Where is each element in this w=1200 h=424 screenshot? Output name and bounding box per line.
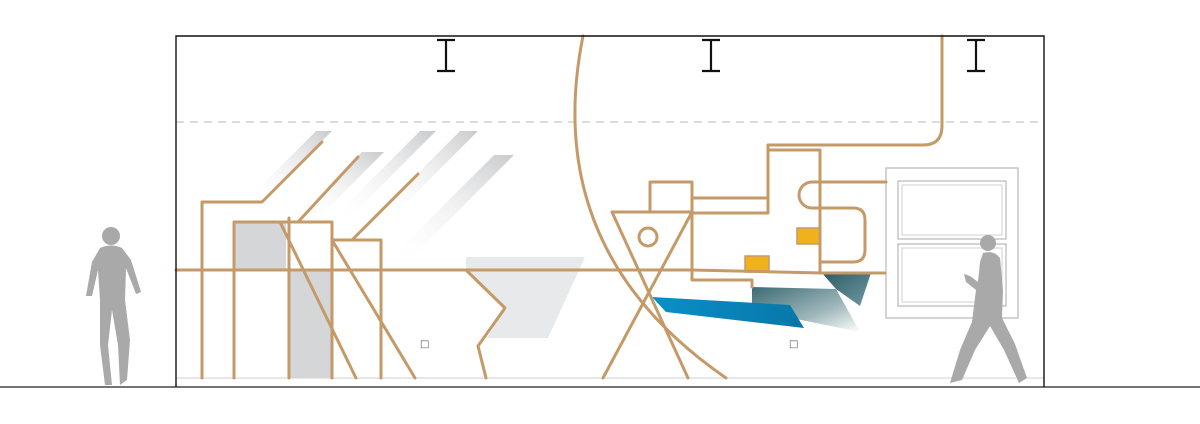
copper-circle bbox=[637, 226, 659, 248]
copper-line bbox=[464, 268, 507, 380]
copper-line bbox=[330, 238, 383, 380]
diagonal-stripe bbox=[388, 155, 514, 261]
grey-panel bbox=[289, 270, 332, 378]
grey-panel bbox=[234, 222, 286, 270]
amber-block bbox=[796, 227, 821, 245]
booth-outline bbox=[175, 35, 1045, 387]
copper-line bbox=[278, 155, 360, 224]
copper-line bbox=[766, 34, 944, 152]
copper-line-network bbox=[174, 34, 944, 380]
person-walking-icon bbox=[950, 235, 1027, 383]
window-pane-inner bbox=[901, 247, 1003, 303]
copper-line bbox=[690, 196, 770, 215]
copper-line bbox=[350, 172, 420, 242]
person-standing-icon bbox=[86, 227, 141, 385]
amber-block bbox=[744, 255, 770, 273]
window-pane bbox=[897, 180, 1007, 240]
copper-line bbox=[690, 268, 824, 275]
ceiling-light bbox=[702, 38, 720, 73]
copper-line bbox=[648, 180, 754, 289]
ceiling-light bbox=[967, 38, 985, 73]
glyph-mark: □ bbox=[420, 339, 429, 350]
copper-line bbox=[278, 220, 358, 380]
diagonal-stripe bbox=[246, 131, 332, 201]
diagonal-stripe bbox=[332, 131, 436, 219]
teal-gradient-panel bbox=[752, 287, 860, 332]
copper-arc bbox=[573, 34, 728, 380]
window-pane-inner bbox=[901, 184, 1003, 236]
ceiling-light bbox=[437, 38, 455, 73]
blue-panel bbox=[652, 297, 804, 328]
copper-line bbox=[610, 210, 690, 380]
copper-line bbox=[232, 220, 288, 380]
grey-funnel-panel bbox=[466, 257, 585, 338]
copper-line bbox=[797, 180, 872, 264]
copper-line bbox=[330, 238, 417, 380]
teal-dark-panel bbox=[822, 273, 871, 306]
diagonal-stripe bbox=[374, 131, 478, 217]
copper-line bbox=[601, 210, 694, 380]
glyph-mark: □ bbox=[789, 339, 798, 350]
copper-line bbox=[200, 140, 324, 380]
